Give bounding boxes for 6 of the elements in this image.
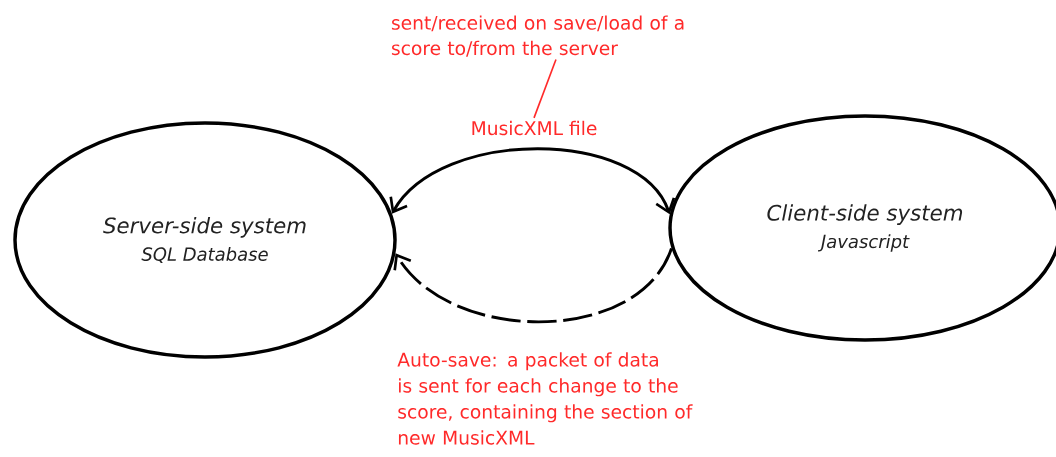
arrow xyxy=(393,247,673,324)
edge-label: MusicXML file xyxy=(472,120,597,136)
leader-line xyxy=(533,58,557,119)
note-text: Auto-save: a packet of data is sent for each change to the score, containing the section of new MusicXML xyxy=(397,352,693,445)
arrow xyxy=(389,147,676,215)
note-text: sent/received on save/load of a score to/from the server xyxy=(391,15,684,57)
